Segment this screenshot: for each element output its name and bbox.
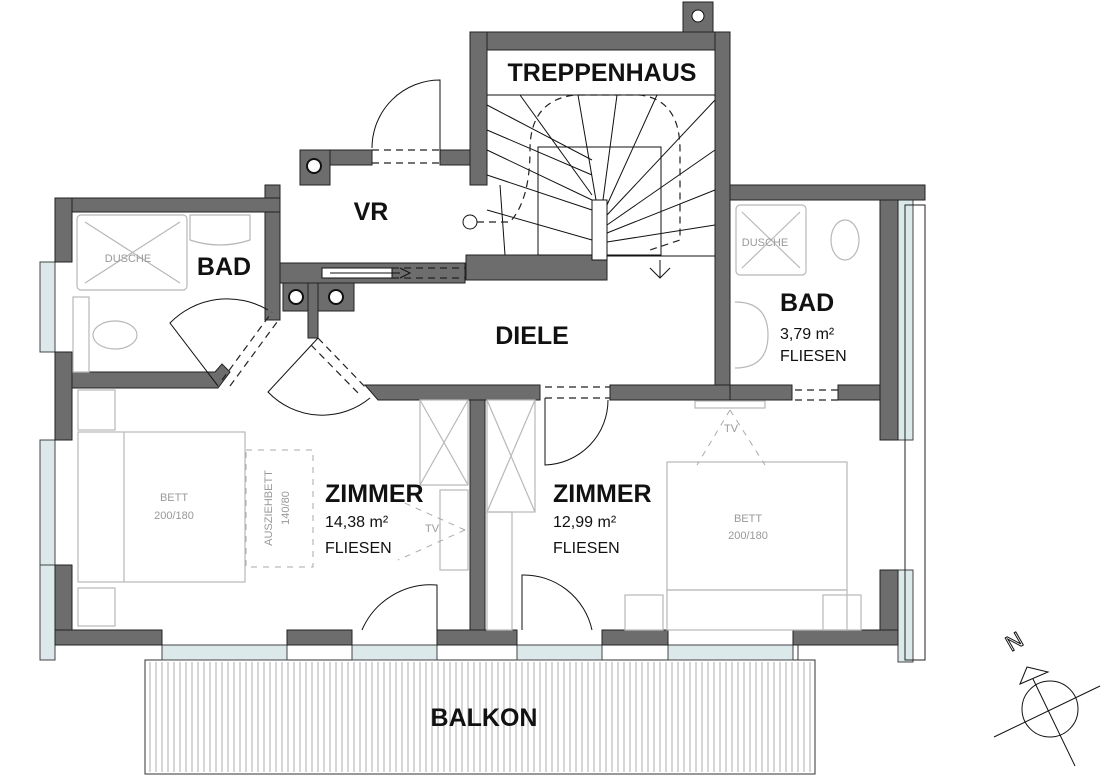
bed-left-label: BETT bbox=[160, 492, 188, 504]
windows bbox=[39, 199, 926, 663]
staircase bbox=[462, 94, 716, 279]
floor-bad-right: FLIESEN bbox=[780, 348, 847, 365]
floor-zimmer-left: FLIESEN bbox=[325, 540, 392, 557]
compass-icon: N bbox=[993, 626, 1101, 767]
pullout-bed-label: AUSZIEHBETT bbox=[263, 470, 275, 546]
shower-right-label: DUSCHE bbox=[742, 237, 788, 249]
label-bad-left: BAD bbox=[197, 253, 251, 281]
doors bbox=[169, 79, 838, 631]
bed-right-size: 200/180 bbox=[728, 530, 768, 542]
walls bbox=[54, 1, 926, 646]
label-vr: VR bbox=[354, 198, 389, 226]
label-treppenhaus: TREPPENHAUS bbox=[508, 59, 697, 87]
floor-zimmer-right: FLIESEN bbox=[553, 540, 620, 557]
tv-left-label: TV bbox=[425, 523, 440, 535]
area-zimmer-right: 12,99 m² bbox=[553, 514, 617, 531]
label-zimmer-left: ZIMMER bbox=[325, 480, 424, 508]
label-diele: DIELE bbox=[495, 322, 569, 350]
bed-right-label: BETT bbox=[734, 513, 762, 525]
tv-right-label: TV bbox=[724, 423, 739, 435]
balcony bbox=[144, 644, 816, 775]
area-bad-right: 3,79 m² bbox=[780, 326, 835, 343]
bed-left-size: 200/180 bbox=[154, 510, 194, 522]
pullout-bed-size: 140/80 bbox=[280, 491, 292, 525]
label-bad-right: BAD bbox=[780, 289, 834, 317]
compass-north-label: N bbox=[1001, 627, 1027, 657]
label-balkon: BALKON bbox=[431, 704, 538, 732]
furniture bbox=[72, 204, 862, 631]
area-zimmer-left: 14,38 m² bbox=[325, 514, 389, 531]
shower-left-label: DUSCHE bbox=[105, 253, 151, 265]
label-zimmer-right: ZIMMER bbox=[553, 480, 652, 508]
